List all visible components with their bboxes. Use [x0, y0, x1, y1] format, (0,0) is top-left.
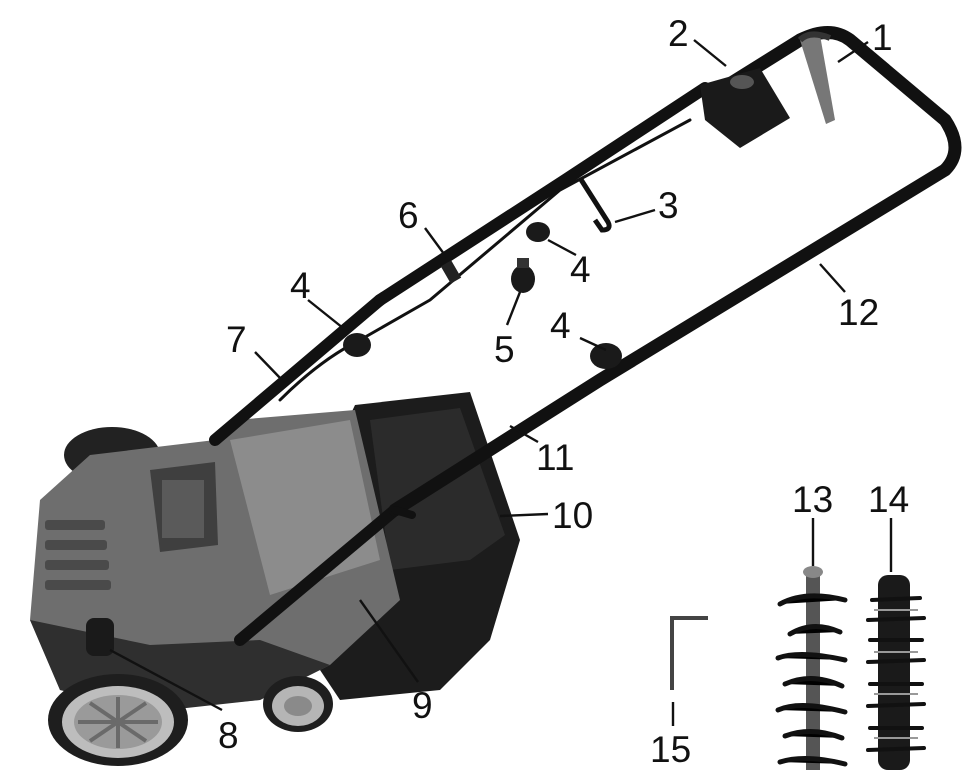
hex-key [670, 616, 708, 690]
lower-handle-left [209, 294, 386, 446]
label-part-7: 7 [226, 319, 247, 360]
label-part-4b: 4 [290, 265, 311, 306]
separate-knob [511, 258, 535, 293]
label-part-11: 11 [536, 437, 574, 478]
label-part-2: 2 [668, 13, 689, 54]
rear-wheel [263, 676, 333, 732]
upper-handle-left [374, 82, 711, 306]
label-part-12: 12 [838, 292, 879, 333]
power-cable [278, 118, 692, 402]
front-wheel [48, 674, 188, 766]
label-part-14: 14 [868, 479, 909, 520]
knob-upper [526, 222, 550, 242]
label-part-5: 5 [494, 329, 515, 370]
lower-handle-right [234, 504, 401, 646]
handle-knobs [343, 222, 622, 369]
label-part-15: 15 [650, 729, 691, 770]
height-adjust-knob [86, 618, 114, 656]
label-part-10: 10 [552, 495, 593, 536]
label-part-13: 13 [792, 479, 833, 520]
label-part-9: 9 [412, 685, 433, 726]
knob-right [590, 343, 622, 369]
cable-hook [577, 176, 612, 233]
leader-lines [109, 39, 893, 726]
cable-clip [440, 260, 462, 284]
label-part-4c: 4 [550, 305, 571, 346]
tine-roller [775, 566, 848, 770]
blade-roller [866, 575, 926, 770]
cable-strain-relief [797, 31, 835, 124]
front-grille [45, 520, 111, 590]
label-part-4a: 4 [570, 249, 591, 290]
switch-box [700, 68, 790, 148]
part-labels: 1 2 3 4 4 4 5 6 7 8 9 10 11 12 13 14 15 [218, 13, 909, 770]
label-part-3: 3 [658, 185, 679, 226]
label-part-8: 8 [218, 715, 239, 756]
label-part-6: 6 [398, 195, 419, 236]
label-part-1: 1 [872, 17, 893, 58]
knob-left [343, 333, 371, 357]
